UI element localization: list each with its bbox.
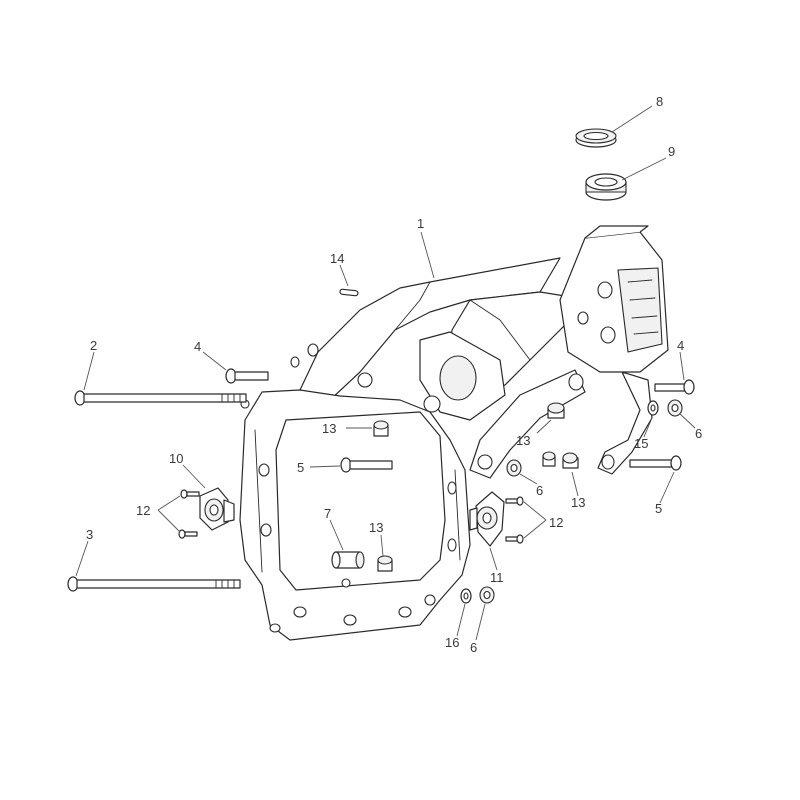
- callout-11: 11: [490, 570, 504, 585]
- callout-7: 7: [324, 506, 331, 521]
- sleeve-13-lower: [377, 555, 393, 572]
- small-bolt-12-left-top: [180, 489, 200, 499]
- callout-13-right: 13: [571, 495, 585, 510]
- leader-lines: [75, 105, 696, 641]
- bolt-5-centre: [340, 457, 393, 473]
- callout-10: 10: [169, 451, 183, 466]
- callout-14: 14: [330, 251, 344, 266]
- nut-6-right: [667, 399, 683, 417]
- callout-3: 3: [86, 527, 93, 542]
- callout-13-centre: 13: [516, 433, 530, 448]
- sleeve-13-centre: [547, 402, 565, 419]
- small-bolt-12-right-top: [505, 496, 524, 506]
- bolt-5-right: [629, 455, 682, 471]
- callout-13-lower: 13: [369, 520, 383, 535]
- callout-12-right: 12: [549, 515, 563, 530]
- callout-16: 16: [445, 635, 459, 650]
- washer-16: [460, 588, 472, 604]
- sleeve-13-top: [373, 420, 389, 437]
- nut-6-bottom: [479, 586, 495, 604]
- callout-5-right: 5: [655, 501, 662, 516]
- callout-5-centre: 5: [297, 460, 304, 475]
- small-bolt-12-right-bottom: [505, 534, 524, 544]
- spacer-tube-7: [331, 551, 365, 588]
- long-bolt-3: [67, 576, 241, 592]
- callout-1: 1: [417, 216, 424, 231]
- main-frame: [239, 225, 669, 641]
- bolt-4-left: [225, 368, 269, 384]
- bearing-seal-8: [575, 128, 617, 148]
- callout-labels: 1 2 3 4 4 5 5 6 6 6 7 8 9 10 11 12 12 13…: [86, 94, 702, 655]
- pin-14: [339, 288, 359, 297]
- callout-2: 2: [90, 338, 97, 353]
- callout-9: 9: [668, 144, 675, 159]
- callout-13-top: 13: [322, 421, 336, 436]
- callout-8: 8: [656, 94, 663, 109]
- callout-12-left: 12: [136, 503, 150, 518]
- bearing-9: [585, 173, 627, 201]
- sleeve-13-right: [542, 451, 579, 469]
- mount-plate-11: [469, 491, 505, 547]
- mount-plate-10: [199, 487, 235, 531]
- callout-4-right: 4: [677, 338, 684, 353]
- nut-6-centre: [506, 459, 522, 477]
- callout-6-right: 6: [695, 426, 702, 441]
- washer-15: [647, 400, 659, 416]
- callout-15: 15: [634, 436, 648, 451]
- small-bolt-12-left-bottom: [178, 529, 198, 539]
- bolt-4-right: [654, 379, 695, 395]
- callout-6-bottom: 6: [470, 640, 477, 655]
- callout-6-centre: 6: [536, 483, 543, 498]
- callout-4-left: 4: [194, 339, 201, 354]
- long-bolt-2: [74, 390, 247, 406]
